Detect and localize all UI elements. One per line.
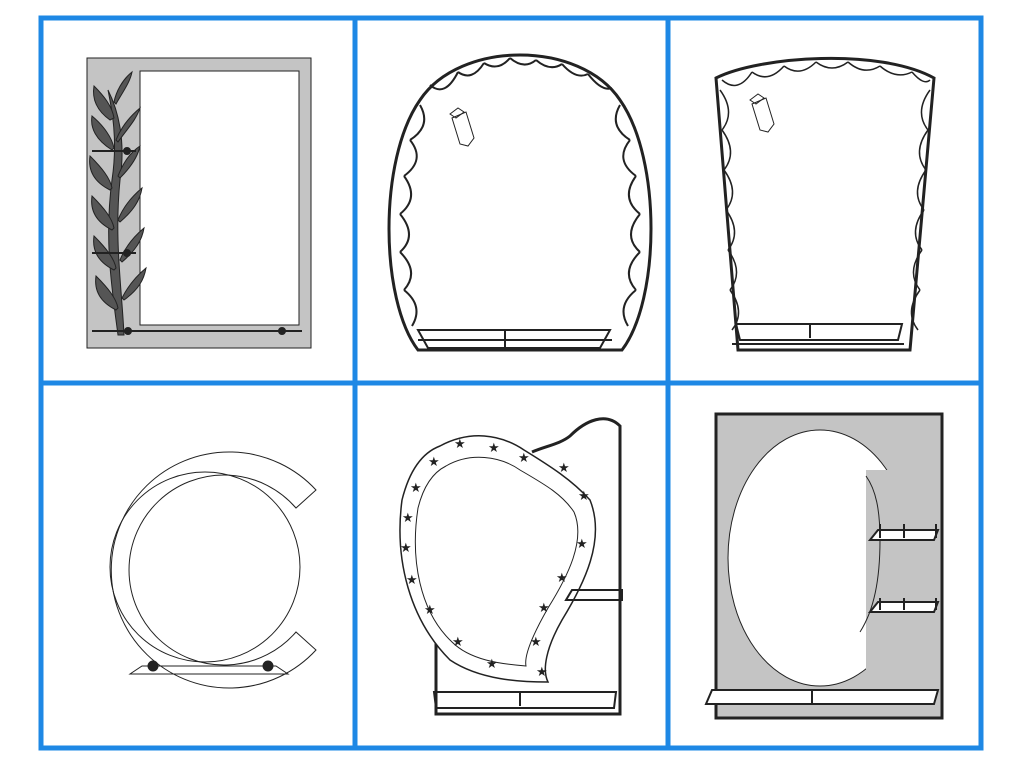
svg-text:★: ★ (578, 489, 590, 504)
wall-lamp-icon (449, 107, 475, 147)
svg-text:★: ★ (428, 455, 440, 470)
wall-lamp-icon (749, 93, 775, 133)
svg-text:★: ★ (454, 437, 466, 452)
svg-text:★: ★ (536, 665, 548, 680)
mirror-heart-stars[interactable]: ★ ★ ★ ★ ★ ★ ★ ★ ★ ★ ★ ★ ★ ★ ★ ★ ★ ★ (399, 417, 623, 716)
svg-text:★: ★ (556, 571, 568, 586)
mirror-rect-leaf[interactable] (86, 57, 312, 349)
grid-frame (38, 15, 984, 751)
svg-text:★: ★ (400, 541, 412, 556)
svg-text:★: ★ (402, 511, 414, 526)
glass-shelf (92, 327, 302, 335)
mirror-oval-grey-panel[interactable] (704, 412, 944, 720)
mirror-oval-scalloped[interactable] (387, 53, 653, 352)
svg-text:★: ★ (558, 461, 570, 476)
svg-text:★: ★ (452, 635, 464, 650)
glass-shelf (704, 524, 940, 705)
svg-text:★: ★ (424, 603, 436, 618)
svg-text:★: ★ (518, 451, 530, 466)
svg-text:★: ★ (538, 601, 550, 616)
glass-shelf (732, 323, 904, 345)
mirror-round-crescent[interactable] (109, 451, 317, 689)
mirror-arched-scalloped[interactable] (714, 56, 936, 352)
leaf-branch-icon (89, 70, 147, 336)
glass-shelf (432, 589, 623, 709)
shelf-holders (92, 147, 136, 257)
svg-text:★: ★ (406, 573, 418, 588)
glass-shelf (128, 660, 290, 675)
svg-text:★: ★ (486, 657, 498, 672)
svg-text:★: ★ (530, 635, 542, 650)
svg-text:★: ★ (410, 481, 422, 496)
svg-text:★: ★ (576, 537, 588, 552)
star-icon: ★ ★ ★ ★ ★ ★ ★ ★ ★ ★ ★ ★ ★ ★ ★ ★ ★ ★ (400, 437, 590, 680)
glass-shelf (416, 329, 612, 349)
svg-text:★: ★ (488, 441, 500, 456)
